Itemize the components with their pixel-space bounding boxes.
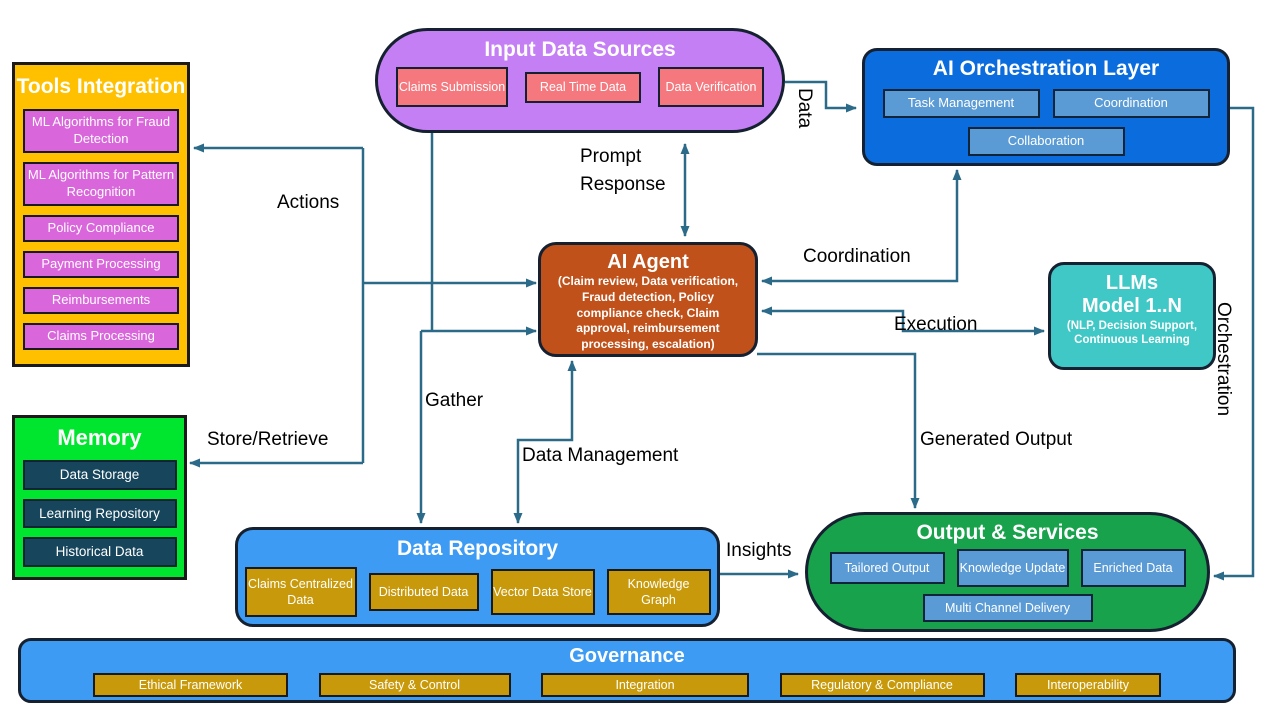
repository-item: Vector Data Store bbox=[490, 569, 595, 615]
output-services-row: Multi Channel Delivery bbox=[808, 594, 1207, 622]
tools-item: Policy Compliance bbox=[23, 214, 179, 242]
repository-item: Knowledge Graph bbox=[606, 569, 711, 615]
output-services-title: Output & Services bbox=[916, 521, 1099, 544]
repository-item: Distributed Data bbox=[368, 573, 479, 611]
orchestration-row: Collaboration bbox=[865, 127, 1227, 156]
llms-title-line1: LLMs bbox=[1105, 272, 1159, 294]
memory-item: Historical Data bbox=[22, 537, 177, 567]
memory-items: Data Storage Learning Repository Histori… bbox=[15, 460, 184, 567]
llms-details: (NLP, Decision Support, Continuous Learn… bbox=[1066, 320, 1198, 347]
edge-label-prompt-response: Prompt Response bbox=[580, 146, 666, 196]
output-item: Enriched Data bbox=[1080, 549, 1186, 587]
ai-agent-box: AI Agent (Claim review, Data verificatio… bbox=[538, 242, 758, 357]
input-data-sources-box: Input Data Sources Claims Submission Rea… bbox=[375, 28, 785, 133]
ai-agent-details: (Claim review, Data verification, Fraud … bbox=[557, 274, 739, 352]
governance-item: Regulatory & Compliance bbox=[779, 673, 985, 697]
input-data-sources-items: Claims Submission Real Time Data Data Ve… bbox=[378, 67, 782, 107]
orchestration-item: Task Management bbox=[882, 89, 1040, 118]
orchestration-item: Collaboration bbox=[967, 127, 1125, 156]
governance-item: Integration bbox=[541, 673, 749, 697]
tools-item: Claims Processing bbox=[23, 322, 179, 350]
input-item: Data Verification bbox=[658, 67, 764, 107]
edge-data-management bbox=[513, 360, 577, 524]
repository-item: Claims Centralized Data bbox=[244, 567, 357, 617]
edge-label-gather: Gather bbox=[425, 390, 484, 411]
output-services-row: Tailored Output Knowledge Update Enriche… bbox=[808, 549, 1207, 587]
tools-item: Payment Processing bbox=[23, 250, 179, 278]
output-item: Tailored Output bbox=[829, 552, 945, 584]
governance-title: Governance bbox=[569, 645, 685, 667]
governance-item: Interoperability bbox=[1015, 673, 1161, 697]
ai-orchestration-layer-box: AI Orchestration Layer Task Management C… bbox=[862, 48, 1230, 166]
output-services-box: Output & Services Tailored Output Knowle… bbox=[805, 512, 1210, 632]
output-item: Knowledge Update bbox=[956, 549, 1069, 587]
edge-label-coordination: Coordination bbox=[803, 246, 911, 267]
memory-title: Memory bbox=[57, 425, 142, 450]
output-item: Multi Channel Delivery bbox=[922, 594, 1093, 622]
input-item: Real Time Data bbox=[525, 71, 641, 103]
llms-title-line2: Model 1..N bbox=[1081, 295, 1182, 317]
edge-label-data-management: Data Management bbox=[522, 445, 679, 466]
tools-item: Reimbursements bbox=[23, 286, 179, 314]
edge-label-store-retrieve: Store/Retrieve bbox=[207, 429, 329, 450]
tools-integration-items: ML Algorithms for Fraud Detection ML Alg… bbox=[15, 109, 187, 350]
edge-label-orchestration: Orchestration bbox=[1213, 302, 1234, 417]
governance-item: Safety & Control bbox=[318, 673, 511, 697]
data-repository-items: Claims Centralized Data Distributed Data… bbox=[238, 567, 717, 617]
orchestration-item: Coordination bbox=[1052, 89, 1210, 118]
governance-box: Governance Ethical Framework Safety & Co… bbox=[18, 638, 1236, 703]
tools-item: ML Algorithms for Fraud Detection bbox=[23, 109, 179, 154]
edge-label-generated-output: Generated Output bbox=[920, 429, 1073, 450]
llms-box: LLMs Model 1..N (NLP, Decision Support, … bbox=[1048, 262, 1216, 370]
memory-item: Learning Repository bbox=[22, 498, 177, 529]
orchestration-row: Task Management Coordination bbox=[865, 89, 1227, 118]
edge-label-execution: Execution bbox=[894, 314, 978, 335]
edge-label-prompt: Prompt bbox=[580, 146, 642, 167]
edge-label-actions: Actions bbox=[277, 192, 340, 213]
data-repository-title: Data Repository bbox=[396, 537, 559, 560]
edge-label-response: Response bbox=[580, 174, 666, 195]
governance-item: Ethical Framework bbox=[93, 673, 288, 697]
tools-item: ML Algorithms for Pattern Recognition bbox=[23, 162, 179, 206]
edge-label-data: Data bbox=[794, 88, 815, 129]
governance-items: Ethical Framework Safety & Control Integ… bbox=[21, 673, 1233, 697]
input-data-sources-title: Input Data Sources bbox=[484, 38, 676, 61]
edge-label-insights: Insights bbox=[726, 540, 792, 561]
input-item: Claims Submission bbox=[396, 67, 508, 107]
ai-orchestration-layer-title: AI Orchestration Layer bbox=[932, 57, 1160, 80]
memory-item: Data Storage bbox=[22, 460, 177, 490]
memory-box: Memory Data Storage Learning Repository … bbox=[12, 415, 187, 580]
edge-generated-output bbox=[757, 352, 920, 509]
tools-integration-box: Tools Integration ML Algorithms for Frau… bbox=[12, 62, 190, 367]
tools-integration-title: Tools Integration bbox=[16, 75, 186, 98]
ai-agent-title: AI Agent bbox=[607, 251, 689, 273]
data-repository-box: Data Repository Claims Centralized Data … bbox=[235, 527, 720, 627]
